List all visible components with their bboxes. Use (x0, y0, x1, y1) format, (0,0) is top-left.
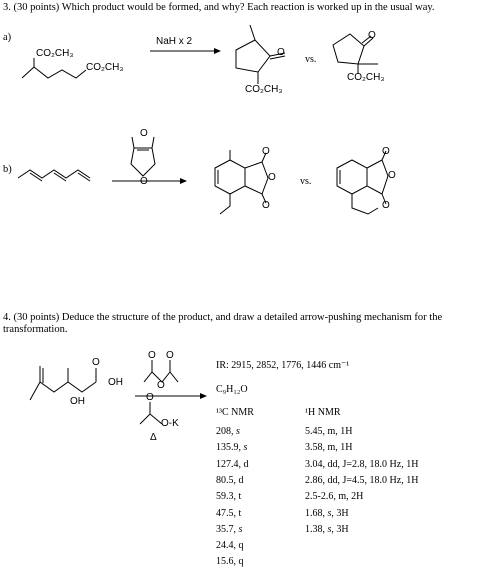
product1-o: O (277, 47, 285, 58)
product-b1-o-3: O (262, 200, 270, 211)
product-b1-ring (214, 159, 246, 195)
sm-chain (33, 66, 87, 79)
triene-db-1 (29, 172, 43, 182)
product-b1-vinyl (219, 194, 231, 215)
c-nmr-row: 47.5, t (216, 507, 242, 519)
product2-carbonyl-2 (361, 35, 372, 44)
ir-data: IR: 2915, 2852, 1776, 1446 cm⁻¹ (216, 360, 350, 371)
ac2o-o-2: O (166, 350, 174, 361)
q4-sm-acid-oh: OH (108, 377, 123, 388)
c-nmr-row: 135.9, s (216, 442, 248, 454)
h-nmr-row: 3.58, m, 1H (305, 442, 353, 454)
product1-carbonyl-1 (269, 52, 286, 57)
product2-ester: CO₂CH₃ (347, 72, 385, 83)
product-b2-anhydride (366, 159, 389, 195)
sm-ester-right: CO₂CH₃ (86, 62, 124, 73)
c-nmr-header: ¹³C NMR (216, 407, 254, 418)
vs-a: vs. (305, 54, 317, 65)
maleic-ring (130, 147, 156, 177)
c-nmr-row: 127.4, d (216, 458, 249, 470)
product-b2-ring (336, 159, 368, 195)
product-b2-propenyl (351, 194, 379, 215)
product-b1-o-2: O (268, 172, 276, 183)
maleic-o-ring: O (140, 176, 148, 187)
product1-ester: CO₂CH₃ (245, 84, 283, 95)
q4-sm-oh: OH (70, 396, 85, 407)
triene-chain (17, 169, 91, 179)
product2-ring (332, 33, 365, 65)
sm-bond-1 (21, 58, 35, 79)
sm-ester-top: CO₂CH₃ (36, 48, 74, 59)
reagent-a: NaH x 2 (156, 36, 193, 47)
c-nmr-row: 59.3, t (216, 491, 242, 503)
product-b2-co-1 (381, 150, 387, 161)
reaction-q4-arrowhead (200, 393, 207, 399)
reaction-a-arrowhead (214, 48, 221, 54)
product-b2-o-3: O (382, 200, 390, 211)
part-b-label: b) (3, 164, 12, 175)
product2-carbonyl-1 (363, 37, 374, 47)
triene-db-2 (53, 172, 67, 182)
vs-b: vs. (300, 176, 312, 187)
h-nmr-row: 3.04, dd, J=2.8, 18.0 Hz, 1H (305, 458, 419, 470)
product-b1-o-1: O (262, 146, 270, 157)
product-b2-o-1: O (382, 146, 390, 157)
h-nmr-header: ¹H NMR (305, 407, 341, 418)
product-b2-o-2: O (388, 170, 396, 181)
c-nmr-row: 35.7, s (216, 523, 243, 535)
part-a-label: a) (3, 32, 12, 43)
koac-o: O (146, 392, 154, 403)
product-b2-co-2 (381, 193, 387, 205)
product-b1-anhydride (244, 161, 269, 195)
question-4-text: 4. (30 points) Deduce the structure of t… (3, 312, 443, 323)
q4-sm-chain (29, 381, 97, 401)
maleic-co-1 (131, 136, 135, 149)
h-nmr-row: 1.38, s, 3H (305, 523, 349, 535)
triene-db-3 (77, 172, 91, 182)
delta: Δ (150, 432, 157, 443)
h-nmr-row: 2.86, dd, J=4.5, 18.0 Hz, 1H (305, 474, 419, 486)
c-nmr-row: 208, s (216, 426, 240, 437)
maleic-co-2 (151, 136, 155, 149)
h-nmr-row: 1.68, s, 3H (305, 507, 349, 519)
molecular-formula: C₉H₁₂O (216, 384, 248, 395)
c-nmr-row: 80.5, d (216, 474, 244, 486)
question-4-text-2: transformation. (3, 324, 68, 335)
product-b1-co-2 (261, 193, 267, 204)
koac-ok: O-K (161, 418, 179, 429)
q4-sm-acid-o: O (92, 357, 100, 368)
question-3-text: 3. (30 points) Which product would be fo… (3, 2, 435, 13)
product1-carbonyl-2 (269, 55, 286, 60)
c-nmr-row: 15.6, q (216, 556, 244, 568)
product2-o: O (368, 30, 376, 41)
ac2o-o-1: O (148, 350, 156, 361)
maleic-o-top: O (140, 128, 148, 139)
c-nmr-row: 24.4, q (216, 540, 244, 552)
ac2o-o-bridge: O (157, 380, 165, 391)
ac2o-chain (143, 371, 179, 383)
h-nmr-row: 2.5-2.6, m, 2H (305, 491, 364, 503)
h-nmr-row: 5.45, m, 1H (305, 426, 353, 437)
product-b1-co-1 (261, 152, 267, 163)
reaction-b-arrowhead (180, 178, 187, 184)
koac-chain (139, 413, 163, 425)
product1-methyl (249, 24, 256, 41)
product1-ring (235, 39, 271, 73)
